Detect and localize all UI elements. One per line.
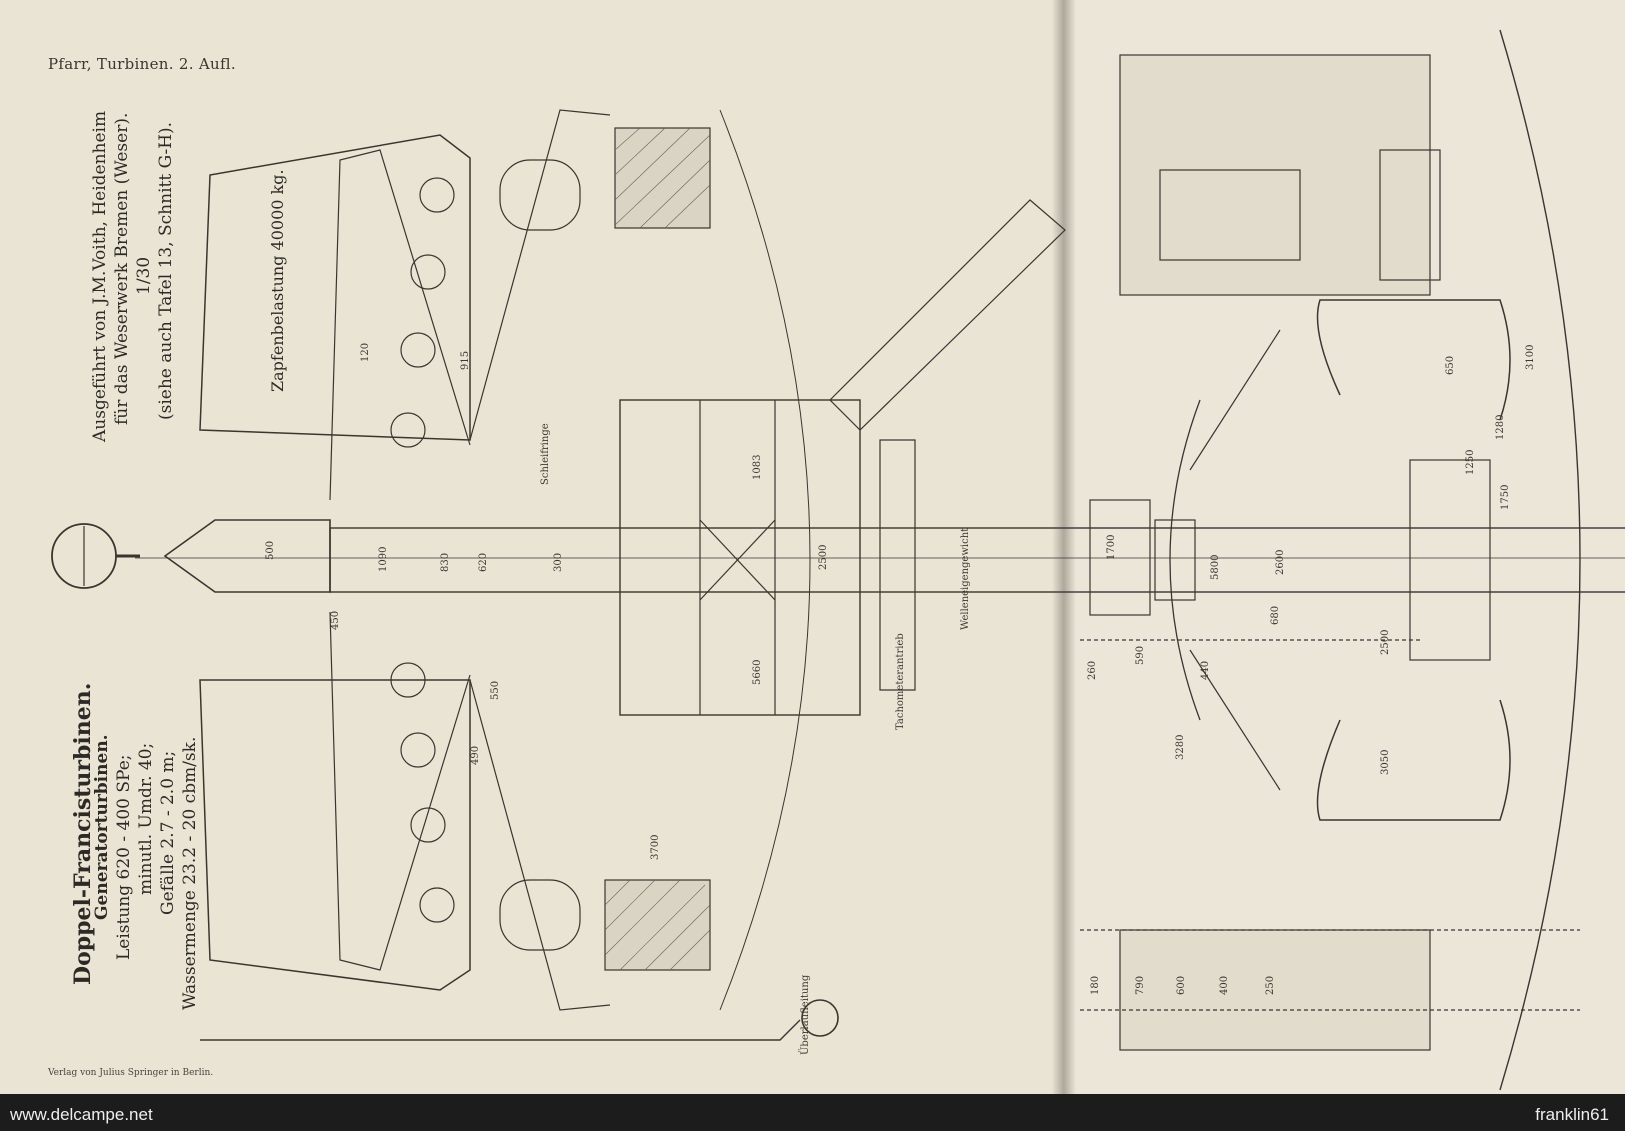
dimension: 5800 [1210, 554, 1221, 580]
shaft-weight-label: Welleneigengewicht [960, 527, 971, 630]
load-label: Zapfenbelastung 40000 kg. [268, 169, 287, 392]
dimension: 250 [1265, 975, 1276, 995]
dimension: 2500 [1380, 629, 1391, 655]
seller-watermark: franklin61 [1535, 1105, 1609, 1124]
dimension: 915 [460, 350, 471, 370]
dimension: 3280 [1175, 734, 1186, 760]
dimension: 790 [1135, 975, 1146, 995]
dimension: 1090 [378, 546, 389, 572]
dimension: 180 [1090, 975, 1101, 995]
dimension: 120 [360, 342, 371, 362]
dimension: 5660 [752, 659, 763, 685]
dimension: 400 [1219, 975, 1230, 995]
dimension: 3050 [1380, 749, 1391, 775]
builder-line: (siehe auch Tafel 13, Schnitt G-H). [156, 121, 176, 420]
dimension: 3700 [650, 834, 661, 860]
dimension: 1083 [752, 454, 763, 480]
dimension: 1280 [1495, 414, 1506, 440]
spec-line: minutl. Umdr. 40; [136, 742, 156, 895]
dimension: 500 [265, 540, 276, 560]
builder-line: für das Weserwerk Bremen (Weser). [112, 112, 132, 425]
dimension: 1700 [1106, 534, 1117, 560]
publisher-line: Verlag von Julius Springer in Berlin. [48, 1068, 214, 1078]
overflow-label: Überlaufleitung [800, 974, 811, 1055]
tachometer-label: Tachometerantrieb [895, 633, 906, 730]
spec-line: Wassermenge 23.2 - 20 cbm/sk. [180, 736, 200, 1010]
dimension: 490 [470, 745, 481, 765]
spec-line: Gefälle 2.7 - 2.0 m; [158, 750, 178, 915]
book-gutter [1052, 0, 1076, 1100]
dimension: 680 [1270, 605, 1281, 625]
dimension: 300 [553, 552, 564, 572]
left-page [0, 0, 1064, 1100]
dimension: 3100 [1525, 344, 1536, 370]
dimension: 550 [490, 680, 501, 700]
dimension: 2500 [818, 544, 829, 570]
dimension: 1250 [1465, 449, 1476, 475]
dimension: 650 [1445, 355, 1456, 375]
book-header: Pfarr, Turbinen. 2. Aufl. [48, 55, 236, 73]
spec-line: Leistung 620 - 400 SPe; [114, 754, 134, 961]
bracket-label: Schleifringe [540, 423, 551, 485]
dimension: 260 [1087, 660, 1098, 680]
scale-label: 1/30 [134, 256, 154, 295]
dimension: 450 [330, 610, 341, 630]
dimension: 1750 [1500, 484, 1511, 510]
plate-subtitle: Generatorturbinen. [92, 734, 112, 920]
dimension: 440 [1200, 660, 1211, 680]
photo-bottom-edge [0, 1094, 1625, 1131]
right-page [1064, 0, 1625, 1100]
builder-line: Ausgeführt von J.M.Voith, Heidenheim [90, 110, 110, 442]
dimension: 2600 [1275, 549, 1286, 575]
dimension: 620 [478, 552, 489, 572]
dimension: 590 [1135, 645, 1146, 665]
dimension: 600 [1176, 975, 1187, 995]
dimension: 830 [440, 552, 451, 572]
site-watermark: www.delcampe.net [10, 1105, 153, 1124]
